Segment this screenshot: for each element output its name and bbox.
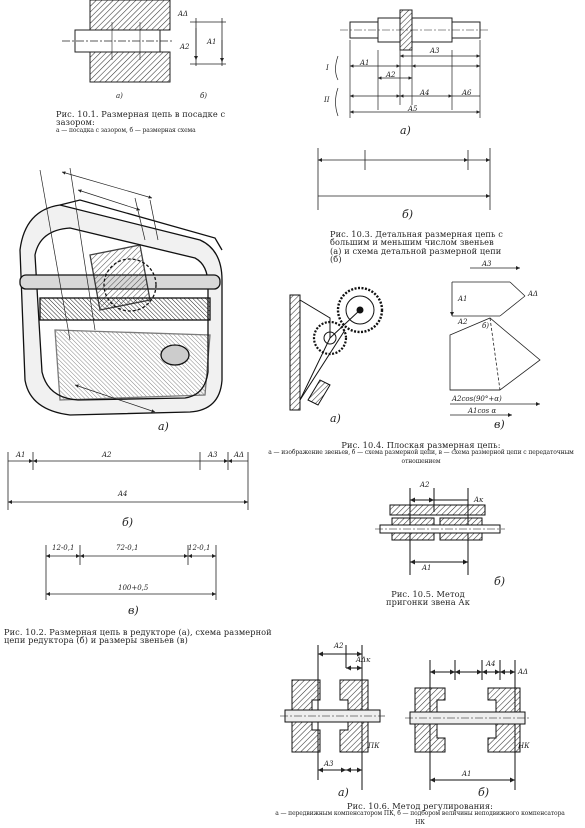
fig2-label-a3: A3 bbox=[208, 451, 218, 459]
fig6-label-sub-b: б) bbox=[478, 786, 490, 799]
fig3-caption: Рис. 10.3. Детальная размерная цепь с бо… bbox=[330, 230, 508, 264]
fig2-dim-mid: 72-0,1 bbox=[116, 544, 139, 552]
fig3-dim-lines bbox=[335, 40, 481, 118]
fig5-caption: Рис. 10.5. Метод пригонки звена Ак bbox=[382, 590, 474, 607]
fig3-title: Рис. 10.3. Детальная размерная цепь с бо… bbox=[330, 229, 503, 265]
fig3-shaft bbox=[340, 9, 490, 51]
fig5-label-sub-b: б) bbox=[494, 575, 506, 588]
fig3-label-a5: A5 bbox=[408, 105, 418, 113]
fig2-sizes-c bbox=[45, 545, 217, 600]
fig4-legend: а — изображение звеньев, б — схема разме… bbox=[268, 449, 574, 465]
fig2-label-sub-b: б) bbox=[122, 516, 134, 529]
fig6-caption: Рис. 10.6. Метод регулирования: а — пере… bbox=[272, 802, 568, 827]
fig3-label-a3: A3 bbox=[430, 47, 440, 55]
fig2-label-sub-c: в) bbox=[128, 604, 139, 617]
fig4-label-a2cos: A2cos(90°+α) bbox=[452, 395, 502, 403]
fig3-label-a6: A6 bbox=[462, 89, 472, 97]
fig6-drawing-b bbox=[405, 660, 530, 790]
fig3-label-a2: A2 bbox=[386, 71, 396, 79]
fig4-label-sub-c: в) bbox=[494, 418, 505, 431]
fig6-label-pk: ПК bbox=[368, 742, 380, 750]
fig1-drawing-a bbox=[62, 0, 172, 83]
fig3-scheme-b bbox=[317, 148, 491, 210]
fig6-label-a3: A3 bbox=[324, 760, 334, 768]
fig3-label-sub-b: б) bbox=[402, 208, 414, 221]
fig1-caption: Рис. 10.1. Размерная цепь в посадке с за… bbox=[56, 110, 246, 135]
fig2-label-sub-a: а) bbox=[158, 420, 169, 433]
fig6-label-delta: AΔ bbox=[518, 668, 529, 676]
fig4-label-a3: A3 bbox=[482, 260, 492, 268]
fig5-label-ak: Aк bbox=[474, 496, 484, 504]
fig1-label-delta: AΔ bbox=[178, 10, 189, 18]
fig3-label-sub-a: а) bbox=[400, 124, 411, 137]
fig6-label-a1: A1 bbox=[462, 770, 472, 778]
fig4-caption: Рис. 10.4. Плоская размерная цепь: а — и… bbox=[262, 441, 580, 466]
fig5-label-a1: A1 bbox=[422, 564, 432, 572]
fig2-caption: Рис. 10.2. Размерная цепь в редукторе (а… bbox=[4, 628, 272, 645]
fig2-dim-right: 12-0,1 bbox=[188, 544, 211, 552]
fig3-label-a1: A1 bbox=[360, 59, 370, 67]
fig6-label-sub-a: а) bbox=[338, 786, 349, 799]
fig6-label-nk: НК bbox=[518, 742, 530, 750]
fig3-label-II: II bbox=[324, 96, 330, 104]
fig1-label-sub-a: а) bbox=[116, 92, 123, 100]
fig3-label-I: I bbox=[326, 64, 329, 72]
fig4-label-a2: A2 bbox=[458, 318, 468, 326]
fig5-title: Рис. 10.5. Метод пригонки звена Ак bbox=[386, 589, 470, 608]
fig6-title: Рис. 10.6. Метод регулирования: bbox=[347, 801, 493, 811]
fig1-title: Рис. 10.1. Размерная цепь в посадке с за… bbox=[56, 109, 226, 128]
fig2-label-a4: A4 bbox=[118, 490, 128, 498]
fig6-drawing-a bbox=[280, 645, 385, 790]
fig2-casing bbox=[19, 199, 223, 416]
fig3-label-a4: A4 bbox=[420, 89, 430, 97]
fig6-label-deltak: AΔк bbox=[356, 656, 371, 664]
fig1-label-sub-b: б) bbox=[200, 92, 208, 100]
fig6-label-a2: A2 bbox=[334, 642, 344, 650]
fig4-label-a1: A1 bbox=[458, 295, 468, 303]
fig6-legend: а — передвижным компенсатором ПК, б — по… bbox=[275, 810, 565, 826]
fig4-scheme-b bbox=[450, 266, 526, 317]
fig6-label-a4: A4 bbox=[486, 660, 496, 668]
fig2-scheme-b bbox=[7, 452, 249, 510]
fig4-gears bbox=[289, 286, 384, 411]
fig1-legend: а — посадка с зазором, б — размерная схе… bbox=[56, 126, 196, 134]
fig5-label-a2: A2 bbox=[420, 481, 430, 489]
fig2-label-delta: AΔ bbox=[234, 451, 245, 459]
fig4-label-sub-b: б) bbox=[482, 322, 490, 330]
fig2-dim-lines bbox=[39, 167, 159, 413]
fig2-label-a2: A2 bbox=[102, 451, 112, 459]
fig2-dim-left: 12-0,1 bbox=[52, 544, 75, 552]
fig2-dim-total: 100+0,5 bbox=[118, 584, 149, 592]
fig1-scheme-b bbox=[190, 18, 226, 66]
fig4-label-sub-a: а) bbox=[330, 412, 341, 425]
fig1-label-a2: A2 bbox=[180, 43, 190, 51]
fig4-label-delta: AΔ bbox=[528, 290, 539, 298]
fig4-label-a1cos: A1cos α bbox=[468, 407, 497, 415]
fig1-label-a1: A1 bbox=[207, 38, 217, 46]
fig2-label-a1: A1 bbox=[16, 451, 26, 459]
fig4-scheme-c bbox=[449, 317, 541, 417]
fig2-title: Рис. 10.2. Размерная цепь в редукторе (а… bbox=[4, 627, 272, 646]
fig4-title: Рис. 10.4. Плоская размерная цепь: bbox=[341, 440, 501, 450]
fig5-drawing bbox=[375, 488, 505, 575]
